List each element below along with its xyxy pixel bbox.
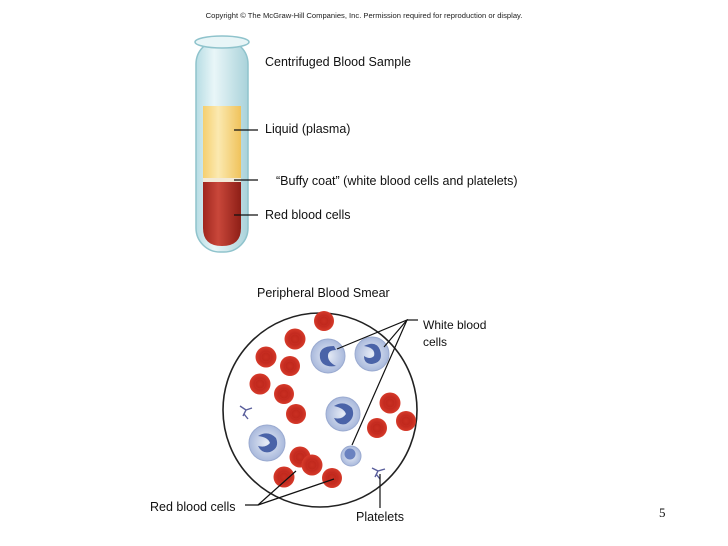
red-cell: [314, 311, 334, 331]
tube-rbc-label: Red blood cells: [265, 208, 351, 222]
red-cell: [284, 328, 306, 350]
page-number: 5: [659, 505, 666, 520]
plasma-label: Liquid (plasma): [265, 122, 351, 136]
smear-title: Peripheral Blood Smear: [257, 286, 390, 300]
red-cell: [367, 418, 387, 438]
white-cell: [340, 445, 362, 467]
red-cell: [273, 466, 295, 488]
red-cell: [322, 468, 342, 488]
platelet: [239, 405, 253, 420]
wbc-leader-line-b: [383, 319, 408, 348]
red-cell: [280, 356, 300, 376]
red-cell: [255, 346, 277, 368]
smear-rbc-label: Red blood cells: [150, 500, 236, 514]
white-cell: [310, 338, 346, 374]
copyright-notice: Copyright © The McGraw-Hill Companies, I…: [205, 11, 523, 20]
red-cell: [249, 373, 271, 395]
plasma-layer: [203, 106, 241, 180]
rbc-leader-line-b: [257, 478, 335, 506]
red-cell: [396, 411, 416, 431]
white-blood-cells: [248, 336, 390, 467]
buffy-coat-layer: [203, 178, 241, 182]
platelets: [239, 405, 386, 480]
red-cell: [286, 404, 306, 424]
red-blood-cells: [249, 311, 416, 488]
white-cell: [248, 424, 286, 462]
red-cell: [379, 392, 401, 414]
rbc-layer: [203, 182, 241, 246]
wbc-label: White blood cells: [423, 318, 487, 349]
white-cell: [354, 336, 390, 372]
red-cell: [301, 454, 323, 476]
test-tube: [194, 35, 250, 253]
tube-rim: [194, 35, 250, 49]
red-cell: [274, 384, 294, 404]
tube-title: Centrifuged Blood Sample: [265, 55, 411, 69]
platelet: [371, 467, 386, 480]
platelets-label: Platelets: [356, 510, 404, 524]
buffy-coat-label: “Buffy coat” (white blood cells and plat…: [276, 174, 518, 188]
white-cell: [325, 396, 361, 432]
